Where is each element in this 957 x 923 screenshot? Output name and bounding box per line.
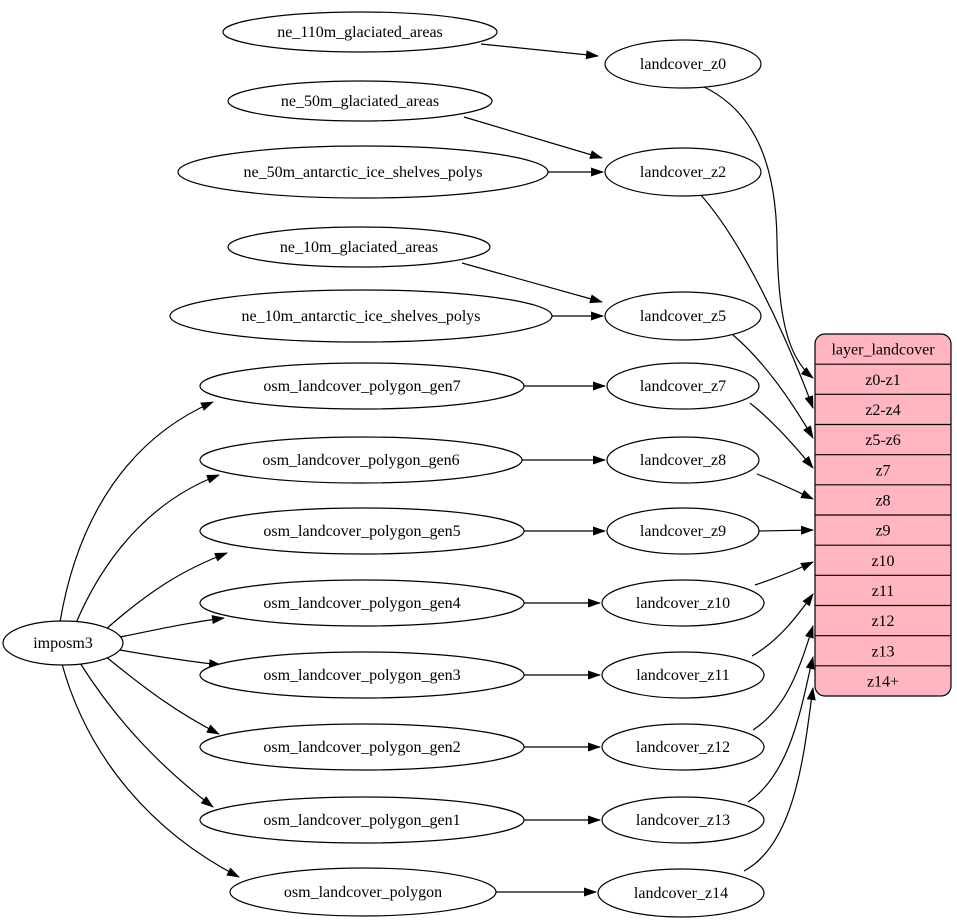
node-label: landcover_z13 [636, 812, 730, 829]
table-row-label-z13: z13 [871, 643, 894, 660]
edge-landcover_z5-to-row-z5-z6 [732, 334, 814, 439]
node-osm-landcover-polygon: osm_landcover_polygon [229, 867, 497, 917]
node-layer-landcover-table: layer_landcover z0-z1 z2-z4 z5-z6 z7 z8 … [814, 333, 952, 697]
edge-landcover_z8-to-row-z8 [756, 473, 814, 500]
table-row-label-z14plus: z14+ [867, 673, 899, 690]
edge-imposm3-to-gen2 [104, 655, 220, 735]
edge-landcover_z14-to-row-z14plus [743, 687, 816, 872]
edge-imposm3-to-gen3 [119, 649, 222, 669]
node-label: landcover_z14 [634, 885, 728, 902]
node-osm-landcover-polygon-gen7: osm_landcover_polygon_gen7 [199, 362, 525, 410]
node-label: landcover_z0 [640, 56, 726, 73]
node-label: ne_50m_glaciated_areas [281, 93, 439, 110]
node-ne-50m-glaciated-areas: ne_50m_glaciated_areas [227, 80, 493, 122]
node-landcover-z5: landcover_z5 [604, 291, 762, 341]
node-osm-landcover-polygon-gen6: osm_landcover_polygon_gen6 [199, 436, 523, 484]
node-osm-landcover-polygon-gen5: osm_landcover_polygon_gen5 [199, 507, 525, 555]
edge-group [59, 43, 816, 897]
node-label: landcover_z11 [636, 667, 730, 684]
node-landcover-z11: landcover_z11 [601, 651, 765, 699]
node-label: landcover_z10 [636, 595, 730, 612]
edge-ne_110m_glaciated_areas-to-landcover_z0 [480, 43, 599, 60]
edge-imposm3-to-polygon [61, 663, 240, 878]
edge-landcover_z7-to-row-z7 [749, 402, 814, 469]
node-landcover-z14: landcover_z14 [597, 868, 765, 918]
edge-imposm3-to-gen6 [75, 474, 220, 624]
node-landcover-z8: landcover_z8 [606, 436, 760, 484]
node-landcover-z9: landcover_z9 [606, 507, 760, 555]
edge-landcover_z10-to-row-z10 [754, 561, 814, 586]
node-label: landcover_z2 [640, 164, 726, 181]
node-osm-landcover-polygon-gen3: osm_landcover_polygon_gen3 [199, 651, 525, 699]
node-label: osm_landcover_polygon_gen2 [263, 739, 460, 756]
edge-ne_10m_glaciated_areas-to-landcover_z5 [461, 262, 603, 304]
node-label: osm_landcover_polygon_gen7 [263, 378, 460, 395]
node-label: ne_50m_antarctic_ice_shelves_polys [243, 164, 482, 181]
table-row-label-z8: z8 [875, 492, 890, 509]
node-label: osm_landcover_polygon [284, 884, 442, 901]
edge-imposm3-to-gen4 [119, 615, 225, 638]
node-label: landcover_z5 [640, 308, 726, 325]
node-label: landcover_z9 [640, 523, 726, 540]
node-label: osm_landcover_polygon_gen5 [263, 523, 460, 540]
edge-imposm3-to-gen5 [104, 552, 228, 631]
node-label: ne_10m_glaciated_areas [280, 239, 438, 256]
edge-landcover_z12-to-row-z12 [752, 625, 814, 731]
node-osm-landcover-polygon-gen1: osm_landcover_polygon_gen1 [199, 796, 525, 844]
edge-imposm3-to-gen1 [79, 662, 214, 808]
table-row-label-z11: z11 [872, 583, 895, 600]
edge-landcover_z13-to-row-z13 [747, 656, 815, 803]
node-landcover-z2: landcover_z2 [604, 147, 762, 197]
edge-imposm3-to-gen7 [59, 401, 214, 623]
node-landcover-z0: landcover_z0 [604, 39, 762, 89]
node-label: osm_landcover_polygon_gen3 [263, 667, 460, 684]
node-label: osm_landcover_polygon_gen1 [263, 812, 460, 829]
table-row-label-z5-z6: z5-z6 [865, 432, 901, 449]
node-label: landcover_z7 [640, 378, 726, 395]
node-ne-10m-antarctic-ice-shelves-polys: ne_10m_antarctic_ice_shelves_polys [169, 289, 553, 343]
node-label: landcover_z8 [640, 452, 726, 469]
node-ne-10m-glaciated-areas: ne_10m_glaciated_areas [227, 226, 491, 268]
node-label: imposm3 [33, 635, 93, 652]
node-imposm3: imposm3 [2, 620, 124, 666]
node-label: osm_landcover_polygon_gen4 [263, 595, 460, 612]
node-label: ne_110m_glaciated_areas [277, 24, 443, 41]
table-row-label-z2-z4: z2-z4 [865, 402, 901, 419]
node-label: landcover_z12 [636, 739, 730, 756]
node-osm-landcover-polygon-gen4: osm_landcover_polygon_gen4 [199, 579, 525, 627]
table-row-label-z10: z10 [871, 553, 894, 570]
table-row-label-z7: z7 [875, 462, 890, 479]
node-landcover-z12: landcover_z12 [601, 723, 765, 771]
edge-landcover_z11-to-row-z11 [751, 593, 814, 657]
table-title: layer_landcover [831, 342, 935, 359]
table-row-label-z9: z9 [875, 523, 890, 540]
node-landcover-z7: landcover_z7 [606, 362, 760, 410]
edge-ne_50m_glaciated_areas-to-landcover_z2 [463, 116, 603, 159]
node-ne-50m-antarctic-ice-shelves-polys: ne_50m_antarctic_ice_shelves_polys [177, 145, 549, 199]
node-landcover-z13: landcover_z13 [601, 796, 765, 844]
node-label: osm_landcover_polygon_gen6 [262, 452, 459, 469]
table-row-label-z12: z12 [871, 613, 894, 630]
node-label: ne_10m_antarctic_ice_shelves_polys [241, 308, 480, 325]
edge-landcover_z0-to-row-z0-z1 [701, 85, 814, 379]
table-row-label-z0-z1: z0-z1 [865, 372, 901, 389]
edge-landcover_z2-to-row-z2-z4 [698, 192, 814, 409]
node-landcover-z10: landcover_z10 [601, 579, 765, 627]
node-osm-landcover-polygon-gen2: osm_landcover_polygon_gen2 [199, 723, 525, 771]
node-ne-110m-glaciated-areas: ne_110m_glaciated_areas [222, 11, 498, 53]
edge-landcover_z9-to-row-z9 [758, 525, 814, 535]
